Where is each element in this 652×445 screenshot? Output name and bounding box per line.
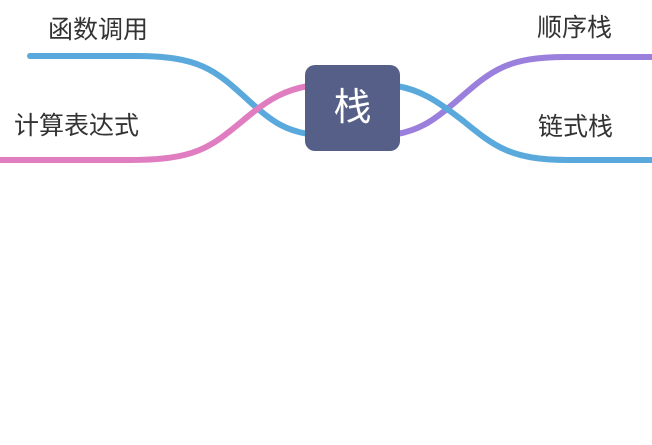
central-topic-label: 栈 xyxy=(333,87,372,129)
branch-line-seq-stack[interactable] xyxy=(394,54,652,137)
central-topic-node[interactable]: 栈 xyxy=(305,65,400,151)
branch-line-calc-expr[interactable] xyxy=(0,83,311,163)
branch-label-fn-call[interactable]: 函数调用 xyxy=(48,16,149,44)
branch-label-seq-stack[interactable]: 顺序栈 xyxy=(537,14,613,42)
branch-line-link-stack[interactable] xyxy=(394,83,652,163)
branch-line-fn-call[interactable] xyxy=(27,53,311,137)
branch-label-calc-expr[interactable]: 计算表达式 xyxy=(14,112,140,140)
branch-label-link-stack[interactable]: 链式栈 xyxy=(538,113,614,141)
